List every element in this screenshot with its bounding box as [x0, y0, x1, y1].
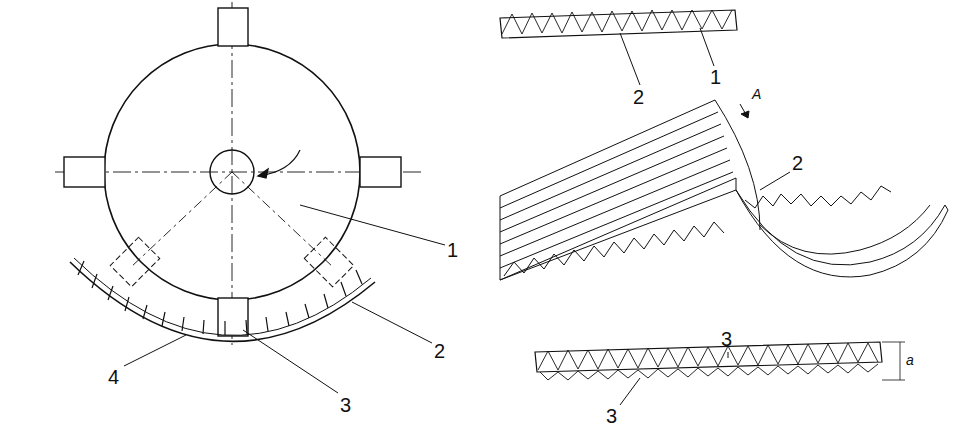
callout-number: 2 [792, 152, 803, 174]
callout-number: 3 [340, 394, 351, 416]
callout-number: 2 [434, 340, 445, 362]
view-letter: A [752, 86, 761, 102]
callout-number: 4 [108, 366, 119, 388]
callout-number: 1 [710, 66, 721, 88]
callout-number: 3 [721, 328, 732, 350]
callout-number: 3 [606, 405, 617, 427]
callout-number: 1 [447, 239, 458, 261]
dimension-label: a [906, 352, 914, 368]
callout-number: 2 [633, 86, 644, 108]
